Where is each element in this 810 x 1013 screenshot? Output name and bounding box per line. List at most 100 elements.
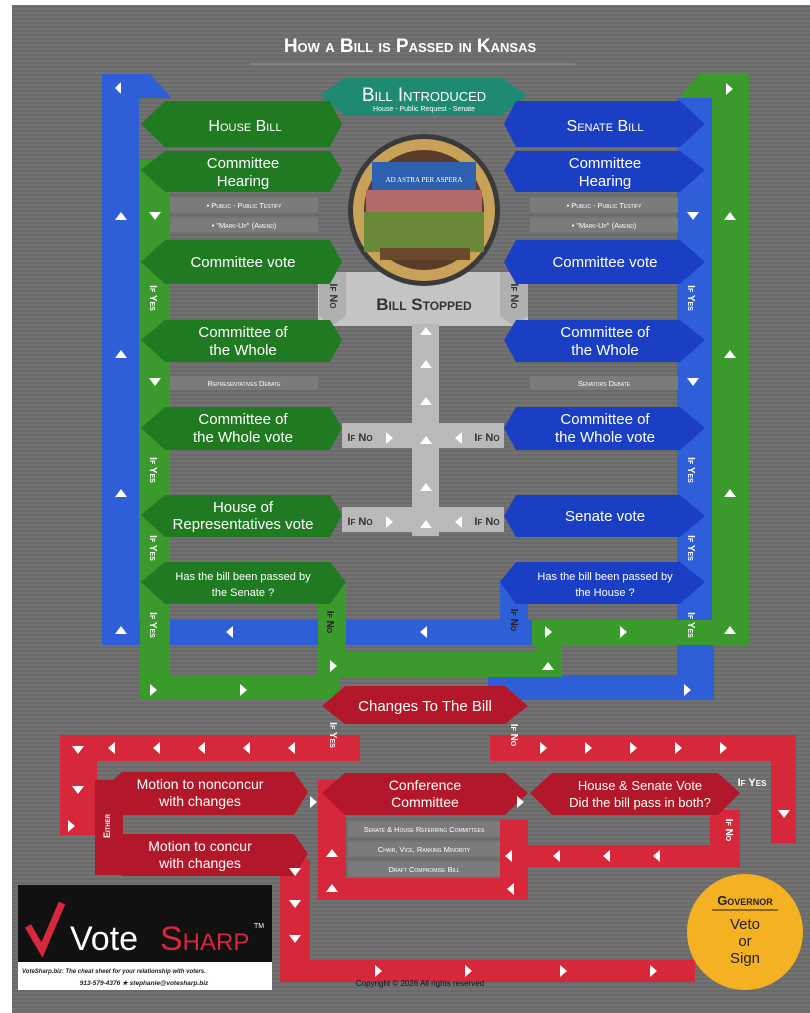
house-hearing-1: Committee	[207, 155, 280, 172]
arrow-up-icon	[326, 884, 338, 892]
logo-contact: 913-579-4376 ★ stephanie@votesharp.biz	[80, 979, 209, 987]
if-yes-label: If Yes	[685, 612, 696, 638]
bill-introduced-sub: House - Public Request - Senate	[373, 106, 475, 113]
house-passed-1: Has the bill been passed by	[175, 571, 311, 583]
arrow-right-icon	[560, 965, 567, 977]
bill-stopped-label: Bill Stopped	[376, 295, 472, 314]
arrow-right-icon	[375, 965, 382, 977]
house-bill-box	[141, 101, 342, 147]
arrow-left-icon	[420, 626, 427, 638]
arrow-left-icon	[226, 626, 233, 638]
senate-chamber-label: Senate vote	[565, 508, 645, 525]
arrow-left-icon	[455, 432, 462, 444]
arrow-right-icon	[545, 626, 552, 638]
arrow-right-icon	[150, 684, 157, 696]
arrow-left-icon	[198, 742, 205, 754]
arrow-right-icon	[585, 742, 592, 754]
house-column: House Bill Committee Hearing • Public - …	[141, 101, 346, 604]
seal-motto: AD ASTRA PER ASPERA	[386, 176, 463, 184]
arrow-right-icon	[386, 432, 393, 444]
arrow-up-icon	[724, 212, 736, 220]
hs-vote-1: House & Senate Vote	[578, 778, 702, 793]
arrow-left-icon	[288, 742, 295, 754]
senate-hearing-note-2: • "Mark-Up" (Amend)	[572, 221, 637, 230]
arrow-up-icon	[326, 849, 338, 857]
senate-hearing-note-1: • Public - Public Testify	[567, 201, 643, 210]
arrow-right-icon	[517, 796, 524, 808]
if-no-label: If No	[324, 611, 335, 634]
concur-box	[100, 834, 308, 876]
if-yes-label: If Yes	[685, 285, 696, 311]
bill-introduced-box	[320, 78, 527, 115]
logo-vote: Vote	[70, 920, 138, 958]
branch-labels: If No If No If No If No If No If No If Y…	[147, 283, 767, 841]
conf-note-2: Chair, Vice, Ranking Minority	[378, 845, 471, 854]
house-hearing-note-1: • Public - Public Testify	[207, 201, 283, 210]
flow-arrows	[68, 82, 790, 977]
if-yes-label: If Yes	[147, 285, 158, 311]
arrow-up-icon	[724, 626, 736, 634]
house-cowv-2: the Whole vote	[193, 429, 293, 446]
either-label: Either	[102, 813, 112, 838]
senate-passed-2: the House ?	[575, 587, 634, 599]
senate-cowv-1: Committee of	[560, 411, 650, 428]
senate-hearing-2: Hearing	[579, 173, 632, 190]
arrow-right-icon	[68, 820, 75, 832]
bill-introduced-label: Bill Introduced	[362, 85, 486, 106]
senate-committee-vote-box	[504, 240, 705, 284]
senate-passed-1: Has the bill been passed by	[537, 571, 673, 583]
senate-cow-1: Committee of	[560, 324, 650, 341]
if-yes-label: If Yes	[685, 457, 696, 483]
checkmark-icon	[24, 901, 66, 958]
if-no-label: If No	[474, 516, 499, 528]
arrow-up-icon	[724, 489, 736, 497]
arrow-right-icon	[650, 965, 657, 977]
house-cow-box	[141, 320, 342, 362]
arrow-right-icon	[240, 684, 247, 696]
arrow-down-icon	[72, 786, 84, 794]
arrow-right-icon	[386, 516, 393, 528]
house-chamber-1: House of	[213, 499, 274, 516]
if-yes-label: If Yes	[327, 722, 338, 748]
changes-box	[322, 686, 528, 724]
conference-1: Conference	[389, 777, 462, 793]
arrow-up-icon	[420, 520, 432, 528]
house-cowv-box	[141, 407, 342, 450]
governor-title: Governor	[717, 893, 773, 908]
arrow-up-icon	[115, 626, 127, 634]
arrow-down-icon	[289, 868, 301, 876]
house-cow-2: the Whole	[209, 342, 277, 359]
house-bill-label: House Bill	[208, 118, 281, 135]
concur-2: with changes	[158, 855, 241, 871]
votesharp-logo: Vote Sharp TM VoteSharp.biz: The cheat s…	[18, 885, 272, 990]
arrow-right-icon	[630, 742, 637, 754]
if-yes-label: If Yes	[147, 612, 158, 638]
copyright-text: Copyright © 2026 All rights reserved	[356, 979, 484, 988]
house-passed-box	[141, 562, 346, 604]
concur-1: Motion to concur	[148, 838, 252, 854]
senate-hearing-1: Committee	[569, 155, 642, 172]
senate-loop	[102, 74, 714, 700]
arrow-left-icon	[507, 883, 514, 895]
nonconcur-box	[100, 772, 308, 815]
governor-veto: Veto	[730, 916, 760, 933]
house-cow-note: Representatives Debate	[208, 379, 282, 388]
kansas-seal: AD ASTRA PER ASPERA	[348, 134, 500, 286]
arrow-left-icon	[243, 742, 250, 754]
nonconcur-1: Motion to nonconcur	[137, 776, 264, 792]
arrow-right-icon	[726, 83, 733, 95]
senate-cowv-2: the Whole vote	[555, 429, 655, 446]
arrow-left-icon	[603, 850, 610, 862]
conf-note-3: Draft Compromise Bill	[388, 865, 459, 874]
arrow-left-icon	[553, 850, 560, 862]
house-committee-vote-label: Committee vote	[190, 254, 295, 271]
hs-vote-2: Did the bill pass in both?	[569, 795, 711, 810]
senate-chamber-vote-box	[504, 495, 705, 537]
arrow-down-icon	[289, 900, 301, 908]
arrow-up-icon	[115, 350, 127, 358]
senate-column: Senate Bill Committee Hearing • Public -…	[500, 101, 705, 604]
arrow-right-icon	[310, 796, 317, 808]
arrow-down-icon	[72, 746, 84, 754]
if-no-label: If No	[347, 516, 372, 528]
